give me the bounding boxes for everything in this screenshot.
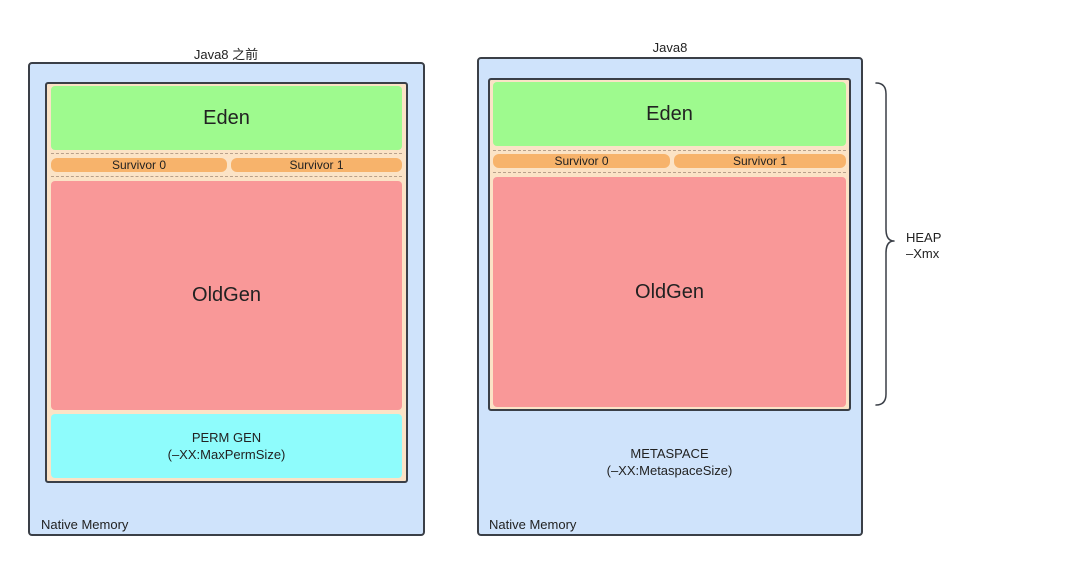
right-oldgen-block: OldGen — [493, 177, 846, 407]
right-survivor-0-block: Survivor 0 — [493, 154, 670, 168]
right-oldgen-label: OldGen — [635, 280, 704, 303]
left-survivor-top-divider — [51, 153, 402, 154]
left-survivor-1-label: Survivor 1 — [289, 158, 344, 172]
right-survivor-1-label: Survivor 1 — [732, 154, 788, 168]
left-native-memory-label: Native Memory — [41, 517, 129, 532]
right-survivor-0-label: Survivor 0 — [554, 154, 609, 168]
left-survivor-1-block: Survivor 1 — [231, 158, 402, 172]
left-eden-block: Eden — [51, 86, 402, 150]
right-eden-label: Eden — [646, 102, 693, 125]
left-eden-label: Eden — [203, 106, 250, 129]
right-metaspace-flag: (–XX:MetaspaceSize) — [606, 463, 733, 478]
left-permgen-block: PERM GEN (–XX:MaxPermSize) — [51, 414, 402, 478]
left-oldgen-label: OldGen — [192, 284, 261, 306]
right-metaspace-area: METASPACE (–XX:MetaspaceSize) — [488, 440, 851, 484]
left-oldgen-block: OldGen — [51, 181, 402, 410]
right-survivor-bottom-divider — [493, 172, 846, 173]
right-metaspace-label: METASPACE — [630, 446, 709, 461]
heap-brace-icon — [875, 82, 895, 406]
heap-label-flag: –Xmx — [906, 246, 940, 261]
left-survivor-0-block: Survivor 0 — [51, 158, 227, 172]
left-permgen-label: PERM GEN — [191, 430, 262, 445]
right-eden-block: Eden — [493, 82, 846, 146]
left-diagram-title: Java8 之前 — [193, 47, 259, 62]
right-survivor-top-divider — [493, 150, 846, 151]
heap-label: HEAP –Xmx — [906, 230, 941, 262]
left-survivor-0-label: Survivor 0 — [111, 158, 167, 172]
right-diagram-title: Java8 — [652, 40, 688, 55]
heap-label-name: HEAP — [906, 230, 942, 245]
right-survivor-1-block: Survivor 1 — [674, 154, 846, 168]
left-permgen-flag: (–XX:MaxPermSize) — [167, 447, 286, 462]
left-survivor-bottom-divider — [51, 176, 402, 177]
right-native-memory-label: Native Memory — [489, 517, 577, 532]
